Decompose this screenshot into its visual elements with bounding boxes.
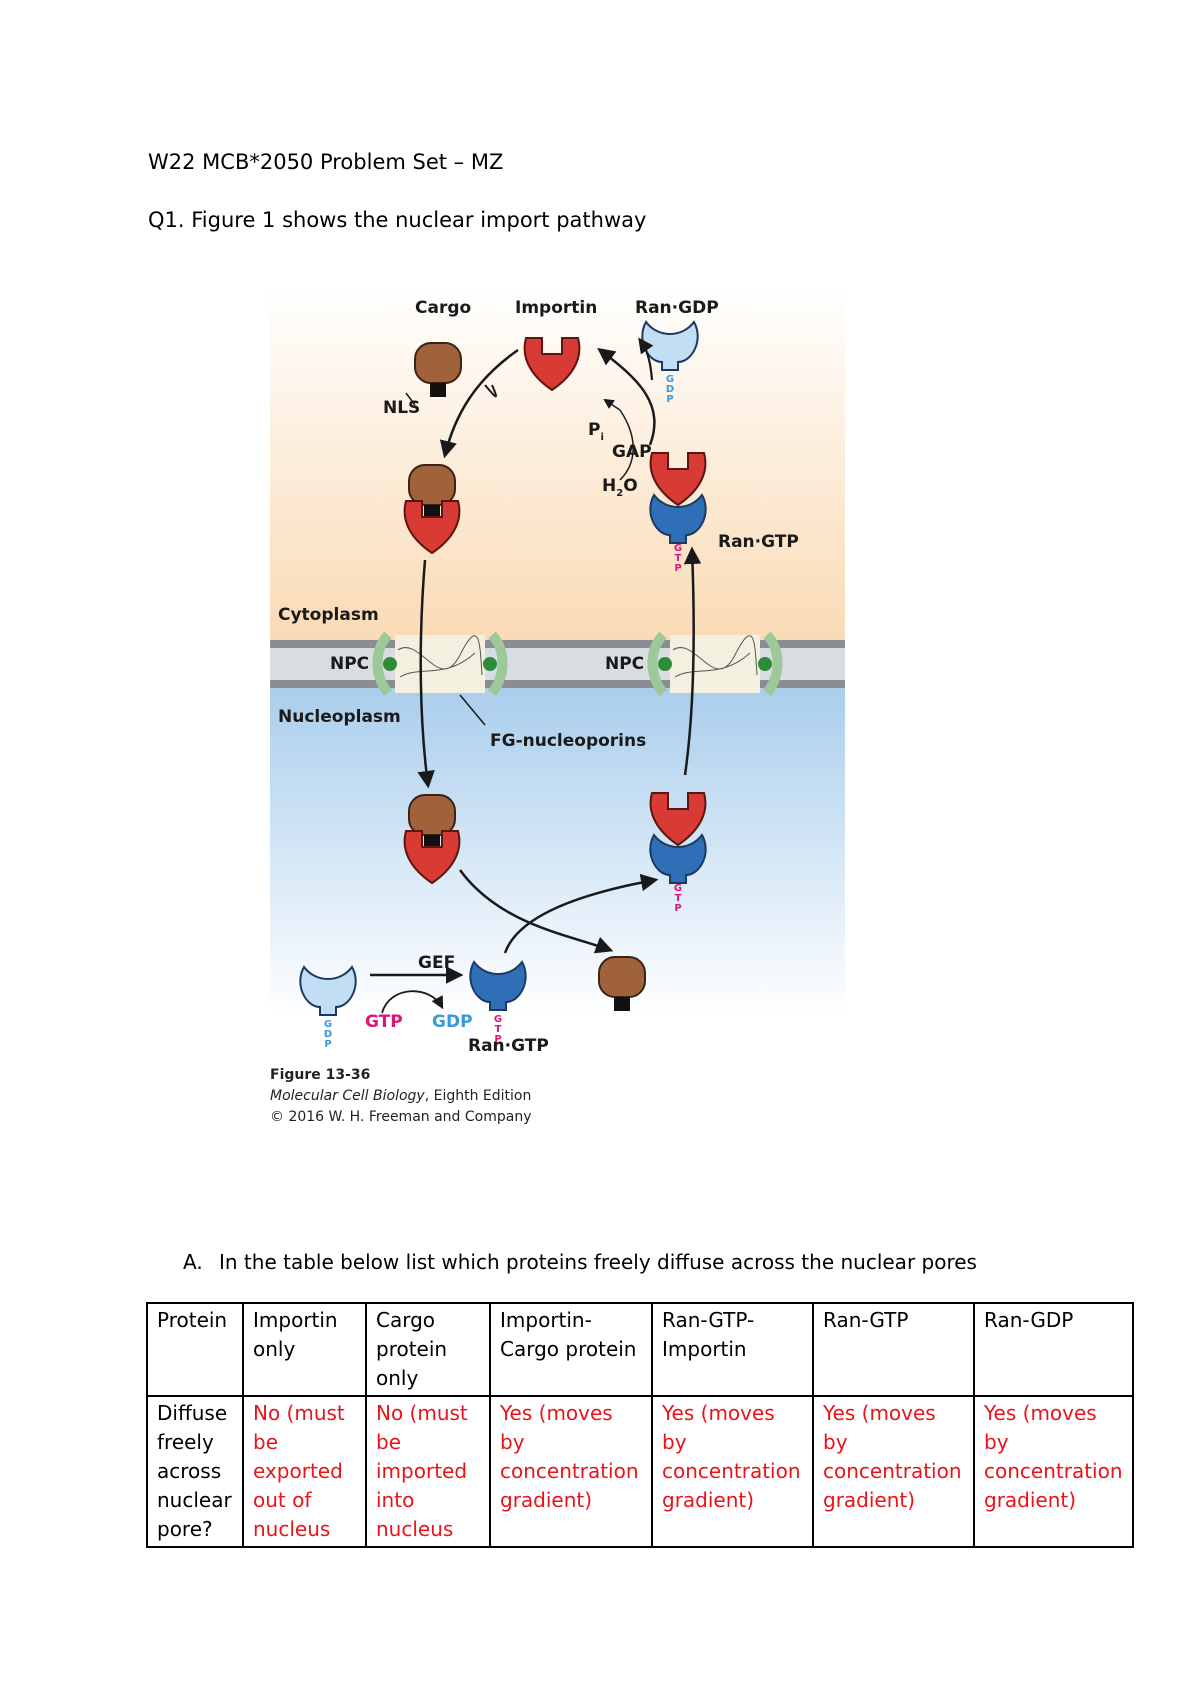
label-cargo: Cargo [415, 298, 471, 318]
answer-ran-gdp: Yes (moves by concentration gradient) [973, 1395, 1134, 1548]
answer-ran-gtp-importin: Yes (moves by concentration gradient) [651, 1395, 814, 1548]
arrow-importin-release [597, 347, 656, 446]
label-gtp: GTP [365, 1012, 403, 1032]
gdp-b-p: P [324, 1039, 331, 1050]
label-ran-gtp-top: Ran·GTP [718, 532, 799, 552]
label-nucleoplasm: Nucleoplasm [278, 707, 401, 727]
part-a-text: In the table below list which proteins f… [219, 1250, 977, 1274]
row-label: Diffuse freely across nuclear pore? [146, 1395, 244, 1548]
label-fg-nucleoporins: FG-nucleoporins [490, 731, 646, 751]
npc-left-pore [372, 631, 508, 697]
arrow-export-through-npc [683, 546, 702, 776]
nuclear-import-figure: Cargo Importin Ran·GDP NLS Pi GAP H2O Ra… [270, 285, 845, 1125]
gdp-letter-p: P [666, 394, 673, 405]
part-a-prompt: A. In the table below list which proteins… [183, 1250, 977, 1274]
arrow-to-ran-importin [503, 873, 659, 954]
header-ran-gdp: Ran-GDP [973, 1302, 1134, 1397]
gtp-n-g: G [674, 883, 682, 894]
gtp-n-p: P [674, 903, 681, 914]
header-importin-cargo: Importin-Cargo protein [489, 1302, 653, 1397]
arrow-pi-release [603, 398, 634, 481]
arrow-to-ran-gdp [638, 337, 654, 381]
diffusion-table: Protein Importin only Cargo protein only… [146, 1302, 1134, 1548]
question-q1: Q1. Figure 1 shows the nuclear import pa… [148, 208, 647, 232]
answer-importin-cargo: Yes (moves by concentration gradient) [489, 1395, 653, 1548]
label-npc-right: NPC [605, 654, 644, 674]
gtp-b-t: T [495, 1024, 502, 1035]
arrow-binding [439, 348, 519, 459]
nls-hook [484, 384, 497, 398]
label-h2o: H2O [602, 476, 638, 499]
caption-book-line: Molecular Cell Biology, Eighth Edition [270, 1088, 531, 1104]
answer-ran-gtp: Yes (moves by concentration gradient) [812, 1395, 975, 1548]
gtp-c-p: P [674, 563, 681, 574]
h2o-o: O [623, 476, 637, 496]
gtp-n-t: T [675, 893, 682, 904]
header-ran-gtp-importin: Ran-GTP-Importin [651, 1302, 814, 1397]
caption-book: Molecular Cell Biology [270, 1088, 425, 1104]
gtp-c-g: G [674, 543, 682, 554]
label-npc-left: NPC [330, 654, 369, 674]
header-cargo-only: Cargo protein only [365, 1302, 491, 1397]
label-ran-gtp-bottom: Ran·GTP [468, 1036, 549, 1056]
label-pi: Pi [588, 420, 604, 443]
label-cytoplasm: Cytoplasm [278, 605, 379, 625]
document-title: W22 MCB*2050 Problem Set – MZ [148, 150, 504, 174]
label-gap: GAP [612, 442, 652, 462]
gdp-b-d: D [324, 1029, 332, 1040]
gdp-letters-top: G [666, 374, 674, 385]
answer-cargo-only: No (must be imported into nucleus [365, 1395, 491, 1548]
label-ran-gdp: Ran·GDP [635, 298, 719, 318]
caption-copyright: © 2016 W. H. Freeman and Company [270, 1109, 532, 1125]
gtp-b-g: G [494, 1014, 502, 1025]
label-gef: GEF [418, 953, 455, 973]
h2o-sub: 2 [616, 488, 623, 499]
caption-number: Figure 13-36 [270, 1067, 370, 1083]
part-a-letter: A. [183, 1250, 203, 1274]
label-importin: Importin [515, 298, 597, 318]
gdp-b-g: G [324, 1019, 332, 1030]
pi-sub: i [600, 432, 603, 443]
nls-pointer [405, 392, 416, 406]
h2o-h: H [602, 476, 616, 496]
arrow-import-through-npc [417, 559, 435, 789]
header-protein: Protein [146, 1302, 244, 1397]
npc-right-pore [647, 631, 783, 697]
answer-importin-only: No (must be exported out of nucleus [242, 1395, 367, 1548]
gtp-b-p: P [494, 1034, 501, 1045]
pi-text: P [588, 420, 600, 440]
arrow-gtp-exchange [381, 990, 444, 1014]
header-ran-gtp: Ran-GTP [812, 1302, 975, 1397]
gdp-letter-d: D [666, 384, 674, 395]
gtp-c-t: T [675, 553, 682, 564]
arrow-cargo-release [458, 869, 614, 954]
table-row: Diffuse freely across nuclear pore? No (… [146, 1395, 1134, 1548]
table-header-row: Protein Importin only Cargo protein only… [146, 1302, 1134, 1397]
caption-edition: , Eighth Edition [425, 1088, 532, 1104]
label-nls: NLS [383, 398, 420, 418]
fg-nucleoporins-pointer [459, 694, 486, 726]
header-importin-only: Importin only [242, 1302, 367, 1397]
label-gdp: GDP [432, 1012, 473, 1032]
